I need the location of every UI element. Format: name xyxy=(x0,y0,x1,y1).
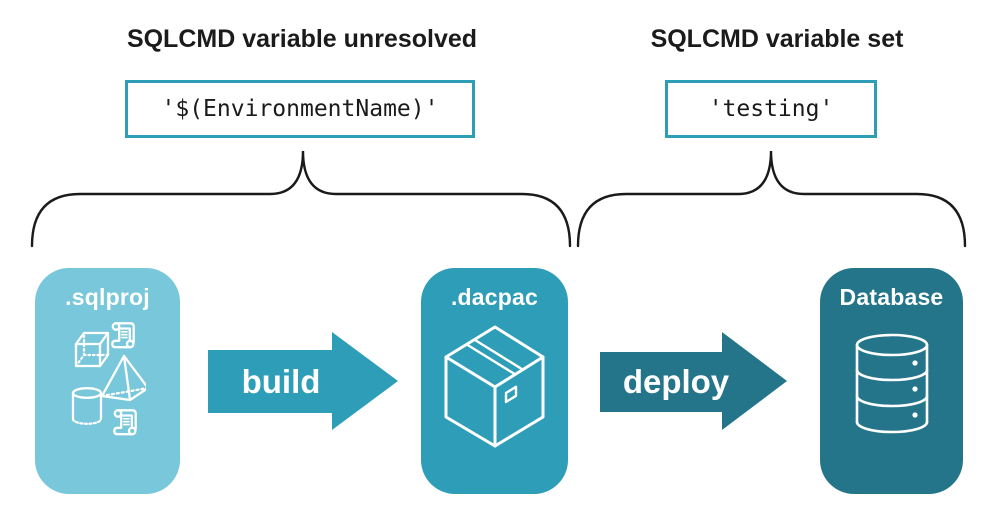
pyramid-icon xyxy=(100,354,146,402)
scroll-icon xyxy=(113,409,137,436)
left-brace-icon xyxy=(30,150,572,248)
cube-icon xyxy=(74,331,110,368)
resolved-variable-value: 'testing' xyxy=(708,96,834,122)
sql-objects-icon xyxy=(71,322,146,436)
build-arrow-shape xyxy=(208,332,398,430)
package-icon xyxy=(444,325,545,448)
stage-sqlproj-label: .sqlproj xyxy=(65,284,150,310)
database-icon xyxy=(855,333,929,434)
deploy-arrow: deploy xyxy=(600,332,787,430)
stage-dacpac: .dacpac xyxy=(421,268,568,494)
build-arrow-label: build xyxy=(242,363,321,400)
braces xyxy=(30,150,967,248)
stage-dacpac-label: .dacpac xyxy=(450,284,539,310)
package-label-icon xyxy=(504,385,518,404)
scroll-icon xyxy=(111,322,135,349)
build-arrow: build xyxy=(208,332,398,430)
right-brace-icon xyxy=(576,150,967,248)
right-title: SQLCMD variable set xyxy=(650,25,904,53)
unresolved-variable-box: '$(EnvironmentName)' xyxy=(125,80,475,138)
stage-database-label: Database xyxy=(839,284,944,310)
stage-database: Database xyxy=(820,268,963,494)
left-title: SQLCMD variable unresolved xyxy=(126,25,478,53)
unresolved-variable-value: '$(EnvironmentName)' xyxy=(161,96,439,122)
deploy-arrow-shape xyxy=(600,332,787,430)
stage-sqlproj: .sqlproj xyxy=(35,268,180,494)
cylinder-icon xyxy=(71,387,103,425)
deploy-arrow-label: deploy xyxy=(623,363,730,400)
resolved-variable-box: 'testing' xyxy=(665,80,877,138)
